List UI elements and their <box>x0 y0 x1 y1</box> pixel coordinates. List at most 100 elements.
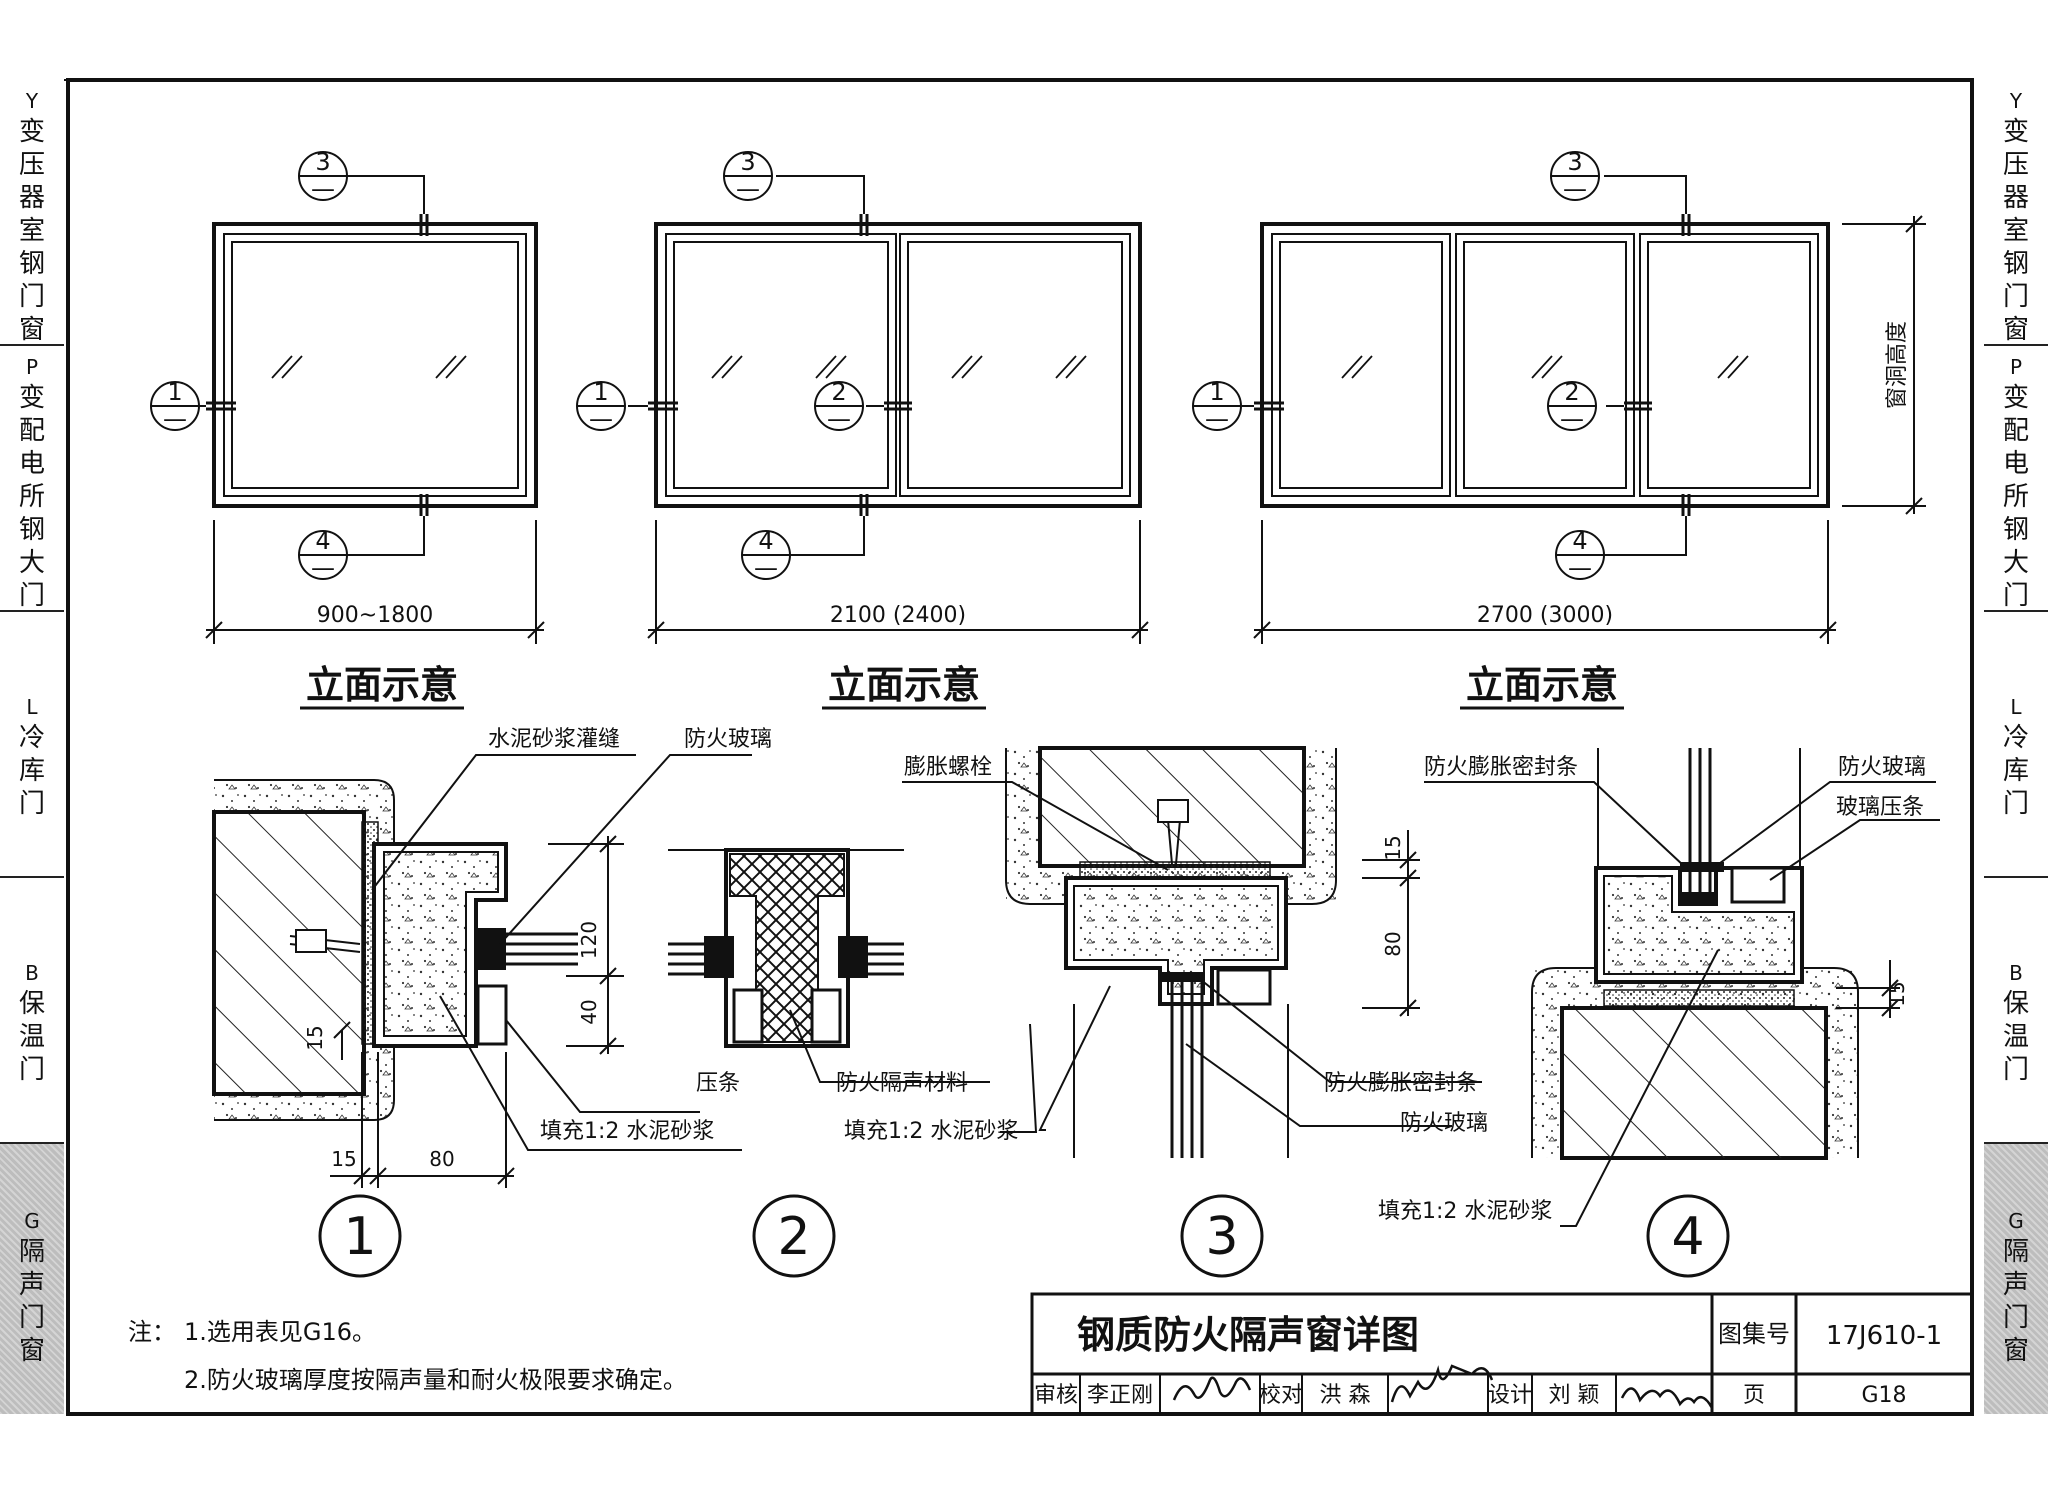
elevation-3 <box>1260 215 1926 515</box>
d1-dim-15: 15 <box>331 1147 356 1171</box>
d3-glass-label: 防火玻璃 <box>1400 1111 1488 1136</box>
detail-number-2: 2 <box>777 1207 810 1267</box>
sheet-border <box>66 78 1974 1416</box>
page-label: 页 <box>1743 1383 1765 1408</box>
drawing-title: 钢质防火隔声窗详图 <box>1077 1313 1419 1357</box>
side-tab-label: 隔声门窗 <box>18 1237 45 1366</box>
d1-fill-label: 填充1:2 水泥砂浆 <box>540 1119 714 1144</box>
elevation-2-caption: 立面示意 <box>828 663 980 707</box>
d1-grout-label: 水泥砂浆灌缝 <box>488 727 620 752</box>
d3-dim-80: 80 <box>1381 931 1405 956</box>
marker-dash: — <box>311 554 335 582</box>
marker-3-number[interactable]: 3 <box>315 148 330 176</box>
detail-3-leaders <box>902 781 1482 1131</box>
d4-bead-label: 玻璃压条 <box>1836 795 1924 820</box>
side-tab-label: 冷库门 <box>18 723 45 819</box>
checker-name: 洪 森 <box>1320 1383 1371 1408</box>
marker-dash: — <box>754 554 778 582</box>
signatures <box>1172 1364 1714 1409</box>
section-cut-marks <box>206 214 1691 516</box>
design-label: 设计 <box>1488 1383 1532 1408</box>
detail-3-drawing <box>1005 746 1337 1158</box>
atlas-number: 17J610-1 <box>1826 1321 1942 1351</box>
opening-height-dimension <box>1842 215 1926 515</box>
detail-1-leaders <box>371 754 752 1151</box>
side-tab-label: 变配电所钢大门 <box>18 383 45 611</box>
d4-seal-label: 防火膨胀密封条 <box>1424 755 1578 780</box>
marker-4-number[interactable]: 4 <box>758 527 773 555</box>
side-tab-label: 冷库门 <box>2002 723 2029 819</box>
marker-2-number[interactable]: 2 <box>831 378 846 406</box>
detail-number-3: 3 <box>1205 1207 1238 1267</box>
d3-bolt-label: 膨胀螺栓 <box>904 755 992 780</box>
detail-4-dimensions <box>1836 960 1900 1018</box>
side-tab-label: 变压器室钢门窗 <box>2002 117 2029 345</box>
side-tab-label: 保温门 <box>18 989 45 1085</box>
detail-2-leaders <box>789 1009 1038 1133</box>
marker-dash: — <box>736 175 760 203</box>
opening-height-label: 窗洞高度 <box>1885 321 1910 409</box>
atlas-label: 图集号 <box>1718 1320 1790 1348</box>
page-number: G18 <box>1861 1383 1906 1408</box>
elevation-1-width-dimension: 900~1800 <box>317 603 433 628</box>
d1-dim-120: 120 <box>577 921 601 959</box>
side-tab-label: 变配电所钢大门 <box>2002 383 2029 611</box>
marker-1-number[interactable]: 1 <box>1209 378 1224 406</box>
d1-bead-label: 压条 <box>696 1071 740 1096</box>
marker-dash: — <box>1568 554 1592 582</box>
d3-dim-15: 15 <box>1381 835 1405 860</box>
detail-number-circles <box>318 1194 1730 1278</box>
marker-1-number[interactable]: 1 <box>593 378 608 406</box>
detail-3-dimensions <box>1362 830 1420 1017</box>
marker-4-number[interactable]: 4 <box>1572 527 1587 555</box>
d1-dim-15-vertical: 15 <box>303 1025 327 1050</box>
d4-fill-label: 填充1:2 水泥砂浆 <box>1378 1199 1552 1224</box>
marker-3-number[interactable]: 3 <box>1567 148 1582 176</box>
note-1: 1.选用表见G16。 <box>184 1318 376 1346</box>
detail-1-drawing <box>212 779 578 1121</box>
elevation-1 <box>212 222 538 508</box>
note-2: 2.防火玻璃厚度按隔声量和耐火极限要求确定。 <box>184 1366 687 1394</box>
d2-fill-label: 填充1:2 水泥砂浆 <box>844 1119 1018 1144</box>
d1-dim-40: 40 <box>577 999 601 1024</box>
elevation-2 <box>654 222 1142 508</box>
side-tab-label: 变压器室钢门窗 <box>18 117 45 345</box>
d1-glass-label: 防火玻璃 <box>684 727 772 752</box>
elevation-3-width-dimension: 2700 (3000) <box>1477 603 1613 628</box>
detail-number-4: 4 <box>1671 1207 1704 1267</box>
marker-1-number[interactable]: 1 <box>167 378 182 406</box>
marker-2-number[interactable]: 2 <box>1564 378 1579 406</box>
detail-4-drawing <box>1531 748 1859 1160</box>
marker-4-number[interactable]: 4 <box>315 527 330 555</box>
detail-2-drawing <box>668 848 904 1048</box>
check-label: 校对 <box>1259 1383 1303 1408</box>
title-block-frame <box>1030 1292 1974 1416</box>
marker-3-number[interactable]: 3 <box>740 148 755 176</box>
elevation-2-width-dimension: 2100 (2400) <box>830 603 966 628</box>
marker-dash: — <box>1205 405 1229 433</box>
d4-dim-15: 15 <box>1885 981 1909 1006</box>
side-tab-label: 保温门 <box>2002 989 2029 1085</box>
marker-dash: — <box>163 405 187 433</box>
marker-circles-top <box>150 151 1605 580</box>
d4-glass-label: 防火玻璃 <box>1838 755 1926 780</box>
detail-4-leaders <box>1424 781 1940 1227</box>
notes-prefix: 注： <box>128 1318 176 1346</box>
elevation-3-caption: 立面示意 <box>1466 663 1618 707</box>
d2-acoustic-label: 防火隔声材料 <box>836 1071 968 1096</box>
marker-dash: — <box>1563 175 1587 203</box>
marker-dash: — <box>827 405 851 433</box>
d1-dim-80: 80 <box>429 1147 454 1171</box>
